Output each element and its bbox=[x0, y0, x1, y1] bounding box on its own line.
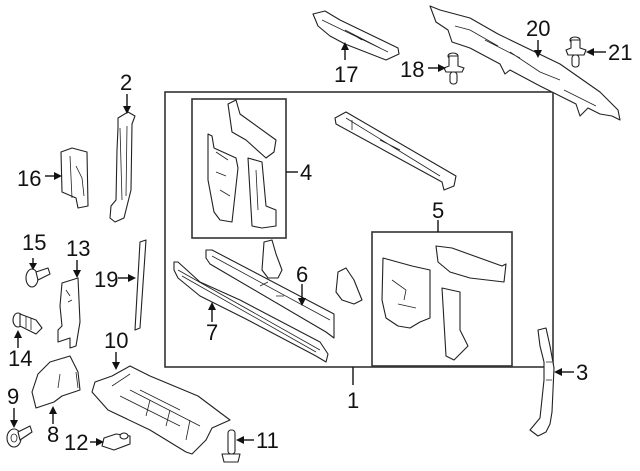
callout-6: 6 bbox=[296, 262, 308, 287]
callout-5: 5 bbox=[432, 198, 444, 223]
callout-20: 20 bbox=[526, 16, 550, 41]
callout-14: 14 bbox=[8, 346, 32, 371]
callout-3: 3 bbox=[576, 360, 588, 385]
part-16-bracket[interactable] bbox=[60, 147, 89, 209]
part-21-push-pin[interactable] bbox=[565, 36, 587, 68]
callout-19: 19 bbox=[94, 267, 118, 292]
assembly-box-1 bbox=[164, 91, 554, 368]
callout-2: 2 bbox=[120, 70, 132, 95]
part-3-right-upright[interactable] bbox=[529, 327, 555, 437]
part-upper-crossmember[interactable] bbox=[334, 111, 457, 191]
part-6-lower-crossmember[interactable] bbox=[205, 249, 335, 339]
subassembly-box-4 bbox=[191, 98, 287, 239]
part-9-bolt[interactable] bbox=[6, 425, 33, 448]
callout-15: 15 bbox=[22, 230, 46, 255]
part-small-bracket-left[interactable] bbox=[261, 239, 283, 279]
part-2-left-upright[interactable] bbox=[109, 111, 136, 223]
callout-17: 17 bbox=[334, 62, 358, 87]
callout-12: 12 bbox=[64, 430, 88, 455]
subassembly-box-5 bbox=[371, 231, 513, 367]
part-11-bolt[interactable] bbox=[221, 429, 241, 463]
callout-16: 16 bbox=[17, 166, 41, 191]
leader-lines bbox=[10, 40, 606, 446]
part-19-seal-strip[interactable] bbox=[134, 239, 147, 331]
callout-10: 10 bbox=[104, 328, 128, 353]
callout-1: 1 bbox=[347, 388, 359, 413]
callout-8: 8 bbox=[47, 422, 59, 447]
part-14-screw[interactable] bbox=[12, 312, 43, 335]
callout-4: 4 bbox=[300, 160, 312, 185]
callout-18: 18 bbox=[400, 57, 424, 82]
part-15-clip[interactable] bbox=[25, 267, 51, 288]
callout-7: 7 bbox=[206, 320, 218, 345]
part-18-push-pin[interactable] bbox=[443, 52, 465, 85]
callout-21: 21 bbox=[608, 40, 632, 65]
part-10-splash-shield[interactable] bbox=[91, 365, 231, 455]
callout-11: 11 bbox=[256, 428, 279, 453]
callout-9: 9 bbox=[7, 384, 19, 409]
part-5-panels[interactable] bbox=[381, 245, 507, 361]
part-17-upper-cover[interactable] bbox=[312, 10, 400, 61]
part-12-retainer[interactable] bbox=[101, 432, 131, 451]
callout-13: 13 bbox=[66, 236, 90, 261]
part-8-lower-bracket[interactable] bbox=[31, 355, 81, 409]
part-13-bracket[interactable] bbox=[57, 277, 81, 349]
part-small-bracket-right[interactable] bbox=[335, 267, 363, 305]
part-7-crossmember[interactable] bbox=[173, 261, 329, 363]
part-4-panels[interactable] bbox=[207, 99, 277, 229]
part-20-upper-tie-bar[interactable] bbox=[429, 5, 621, 121]
